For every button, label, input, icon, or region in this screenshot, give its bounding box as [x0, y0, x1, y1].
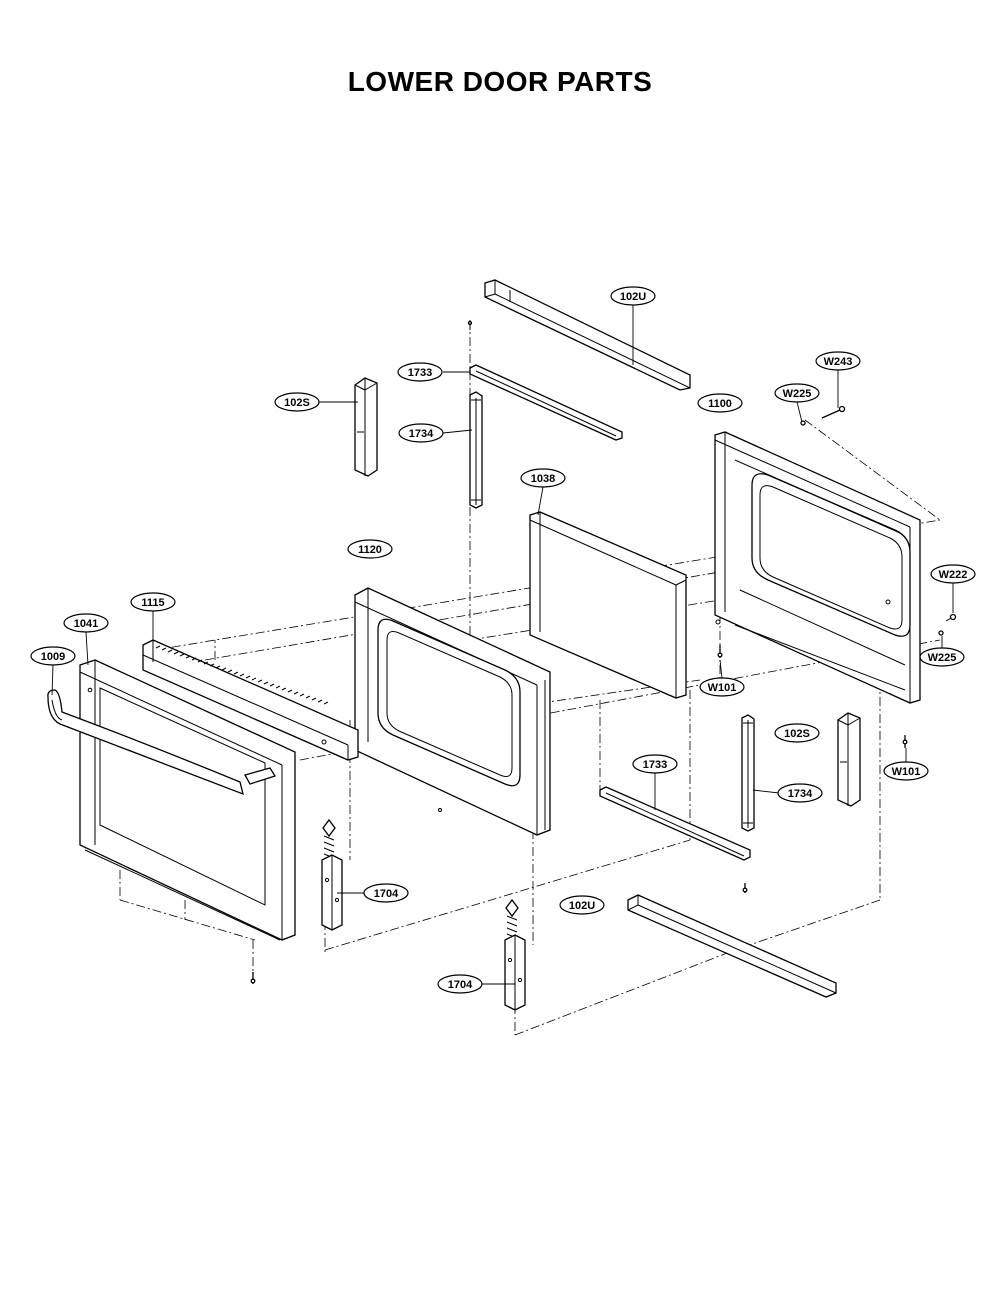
screw-w243: [821, 405, 846, 419]
strip-1733-bottom: [599, 786, 751, 893]
callout-label-1009: 1009: [41, 651, 65, 663]
callout-1733-top: 1733: [397, 362, 443, 382]
callout-1009: 1009: [30, 646, 76, 666]
callout-102u-top: 102U: [610, 286, 656, 306]
callout-label-w101-mid: W101: [708, 682, 737, 694]
hinge-1704-left: [321, 818, 343, 931]
outer-door-1041: [79, 659, 296, 941]
strip-1733-top: [467, 320, 623, 441]
diagram-title: LOWER DOOR PARTS: [347, 66, 653, 97]
callout-label-w243: W243: [824, 356, 853, 368]
callout-label-w225-top: W225: [783, 388, 812, 400]
hinge-1704-bottom: [504, 898, 526, 1011]
screw-w225-right: [938, 630, 944, 636]
screw-w101-right: [902, 735, 908, 748]
callout-label-w225-right: W225: [928, 652, 957, 664]
trim-bar-102u-bottom: [627, 894, 837, 998]
callout-w225-top: W225: [774, 383, 820, 403]
callout-1734-bottom: 1734: [777, 783, 823, 803]
glass-panel-1038: [529, 511, 687, 699]
callout-1704-left: 1704: [363, 883, 409, 903]
callout-1734-top: 1734: [398, 423, 444, 443]
screw-w101-mid: [717, 645, 723, 658]
callout-label-w101-right: W101: [892, 766, 921, 778]
callout-label-1734-top: 1734: [409, 428, 434, 440]
callout-w243: W243: [815, 351, 861, 371]
callout-label-1120: 1120: [358, 544, 382, 556]
door-handle-1009: [47, 689, 276, 796]
trim-bar-102u-top: [484, 279, 691, 391]
callout-label-1733-bottom: 1733: [643, 759, 667, 771]
callout-label-102u-bottom: 102U: [569, 900, 595, 912]
callout-1038: 1038: [520, 468, 566, 488]
rail-1734-top: [469, 391, 483, 509]
callout-label-1038: 1038: [531, 473, 555, 485]
callout-label-1704-bottom: 1704: [448, 979, 473, 991]
side-block-102s-right: [837, 712, 861, 807]
callout-label-1704-left: 1704: [374, 888, 399, 900]
callout-1120: 1120: [347, 539, 393, 559]
screw-w222: [945, 613, 957, 622]
callout-label-1115: 1115: [141, 597, 164, 609]
callout-w101-right: W101: [883, 761, 929, 781]
callout-label-102u-top: 102U: [620, 291, 646, 303]
callout-leader-lines: [51, 305, 954, 985]
callout-w225-right: W225: [919, 647, 965, 667]
callout-label-102s-left: 102S: [284, 397, 310, 409]
callout-label-102s-right: 102S: [784, 728, 810, 740]
callout-1733-bottom: 1733: [632, 754, 678, 774]
callout-102s-left: 102S: [274, 392, 320, 412]
door-liner-1120: [354, 587, 551, 836]
callout-w101-mid: W101: [699, 677, 745, 697]
callout-label-1041: 1041: [74, 618, 98, 630]
callout-label-1734-bottom: 1734: [788, 788, 813, 800]
rail-1734-bottom: [741, 714, 755, 832]
screw-door-bottom: [250, 972, 256, 984]
callout-1041: 1041: [63, 613, 109, 633]
callout-102s-right: 102S: [774, 723, 820, 743]
callout-1704-bottom: 1704: [437, 974, 483, 994]
inner-door-frame-1100: [714, 431, 921, 704]
callout-102u-bottom: 102U: [559, 895, 605, 915]
callout-1100: 1100: [697, 393, 743, 413]
callout-label-1100: 1100: [708, 398, 732, 410]
callout-label-w222: W222: [939, 569, 968, 581]
callout-1115: 1115: [130, 592, 176, 612]
callout-w222: W222: [930, 564, 976, 584]
callout-label-1733-top: 1733: [408, 367, 432, 379]
side-block-102s-left: [354, 377, 378, 477]
